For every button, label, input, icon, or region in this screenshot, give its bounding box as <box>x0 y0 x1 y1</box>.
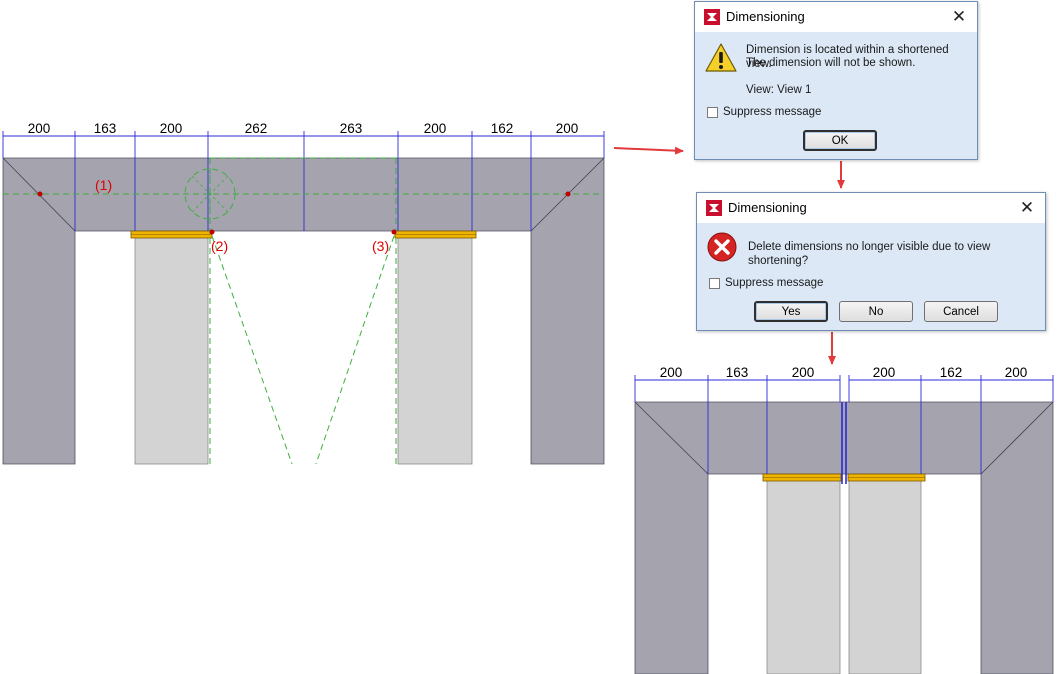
no-button[interactable]: No <box>839 301 913 322</box>
dim-left-5: 200 <box>424 121 447 136</box>
dialog-warning: Dimensioning ✕ Dimension is located with… <box>694 1 978 160</box>
point-1-left <box>37 191 43 197</box>
close-icon[interactable]: ✕ <box>951 7 967 26</box>
left-drawing: 200 163 200 262 263 200 162 200 (1) (2) … <box>2 121 605 465</box>
point-1-right <box>565 191 571 197</box>
error-icon <box>707 232 737 262</box>
ok-button[interactable]: OK <box>803 130 877 151</box>
dialog-warning-titlebar[interactable]: Dimensioning ✕ <box>695 2 977 32</box>
dim-right-3: 200 <box>873 365 896 380</box>
label-3: (3) <box>372 238 389 254</box>
close-icon[interactable]: ✕ <box>1019 198 1035 217</box>
dim-right-1: 163 <box>726 365 749 380</box>
dialog-confirm-titlebar[interactable]: Dimensioning ✕ <box>697 193 1045 223</box>
dim-left-0: 200 <box>28 121 51 136</box>
dim-right-5: 200 <box>1005 365 1028 380</box>
suppress-message-checkbox[interactable]: Suppress message <box>707 106 821 118</box>
suppress-message-label: Suppress message <box>723 106 822 118</box>
flow-arrows <box>613 146 845 365</box>
app-logo-icon <box>704 9 720 25</box>
checkbox-box[interactable] <box>707 106 718 118</box>
label-1: (1) <box>95 177 112 193</box>
cancel-button[interactable]: Cancel <box>924 301 998 322</box>
left-column-b <box>397 230 473 465</box>
point-3 <box>391 229 397 235</box>
warning-icon <box>705 43 737 72</box>
checkbox-box[interactable] <box>709 277 720 289</box>
point-2 <box>209 229 215 235</box>
dialog-warning-message-1: Dimension is located within a shortened … <box>746 44 949 70</box>
yes-button[interactable]: Yes <box>754 301 828 322</box>
left-wall-frame <box>2 157 605 465</box>
right-column-a <box>766 473 841 674</box>
dim-left-1: 163 <box>94 121 117 136</box>
dialog-warning-body: Dimension is located within a shortened … <box>695 32 977 159</box>
dim-left-7: 200 <box>556 121 579 136</box>
suppress-message-checkbox[interactable]: Suppress message <box>709 277 823 289</box>
dim-left-6: 162 <box>491 121 514 136</box>
dim-right-0: 200 <box>660 365 683 380</box>
dim-right-2: 200 <box>792 365 815 380</box>
app-logo-icon <box>706 200 722 216</box>
label-2: (2) <box>211 238 228 254</box>
left-column-a <box>134 230 209 465</box>
dialog-confirm-message: Delete dimensions no longer visible due … <box>748 241 991 267</box>
dialog-warning-title: Dimensioning <box>726 9 805 24</box>
dim-right-4: 162 <box>940 365 963 380</box>
dim-left-4: 263 <box>340 121 363 136</box>
dialog-confirm: Dimensioning ✕ Delete dimensions no long… <box>696 192 1046 331</box>
right-column-b <box>848 473 922 674</box>
dialog-confirm-body: Delete dimensions no longer visible due … <box>697 223 1045 330</box>
dialog-warning-message-2: The dimension will not be shown. <box>746 57 916 69</box>
right-drawing: 200 163 200 200 162 200 <box>634 365 1054 674</box>
dim-left-3: 262 <box>245 121 268 136</box>
right-wall-frame <box>634 401 1054 674</box>
suppress-message-label: Suppress message <box>725 277 824 289</box>
dialog-confirm-title: Dimensioning <box>728 200 807 215</box>
arrow-to-dialog1 <box>613 146 684 155</box>
dialog-warning-view-info: View: View 1 <box>746 84 812 96</box>
dim-left-2: 200 <box>160 121 183 136</box>
